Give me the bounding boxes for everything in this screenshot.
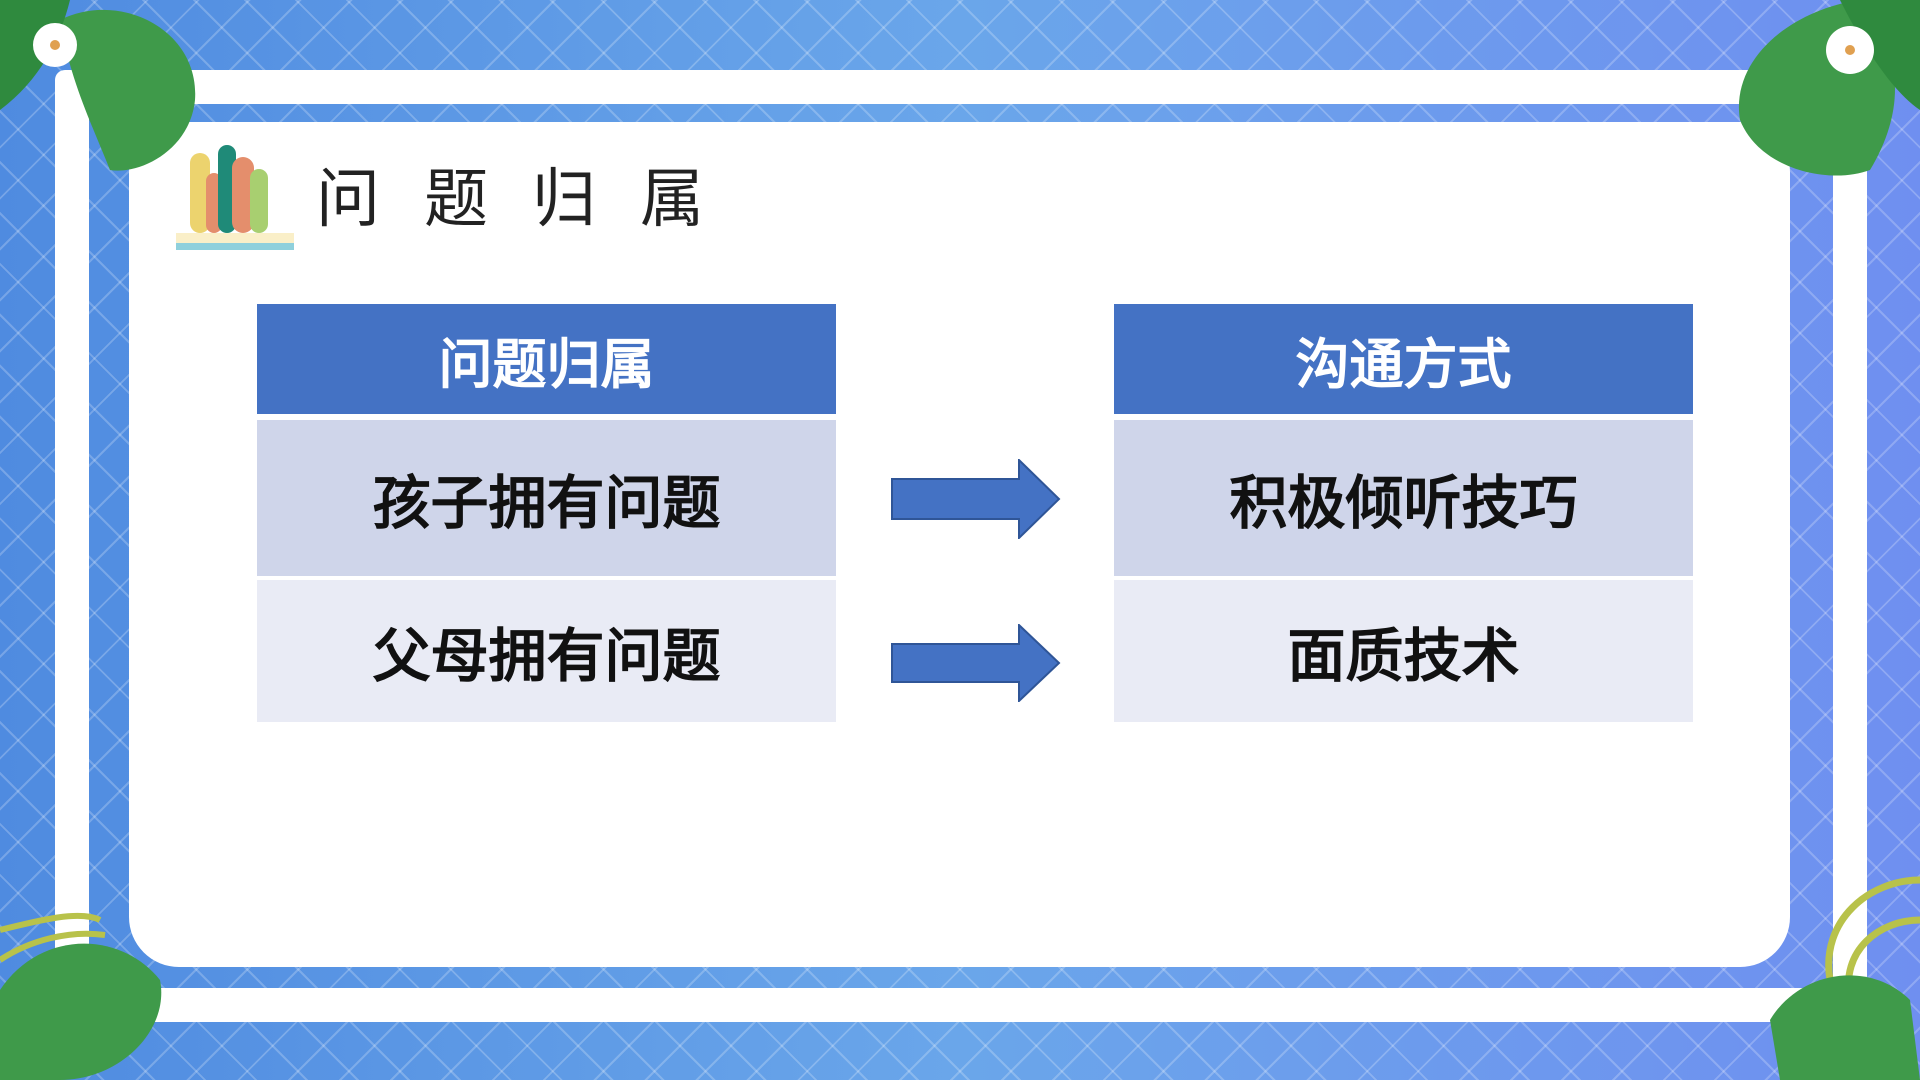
leaf-bottom-left-icon (0, 912, 162, 1080)
books-icon (176, 145, 294, 250)
slide-title: 问题归属 (316, 163, 748, 237)
problem-ownership-table: 问题归属 孩子拥有问题 父母拥有问题 (257, 304, 836, 722)
communication-method-table: 沟通方式 积极倾听技巧 面质技术 (1114, 304, 1693, 722)
table-row: 积极倾听技巧 (1114, 420, 1693, 576)
table-row: 面质技术 (1114, 580, 1693, 722)
leaf-bottom-right-icon (1770, 876, 1920, 1080)
leaf-top-left-icon (0, 0, 196, 171)
arrow-right-icon (891, 459, 1061, 539)
table-header: 问题归属 (257, 304, 836, 414)
arrow-right-icon (891, 624, 1061, 702)
table-header: 沟通方式 (1114, 304, 1693, 414)
table-row: 孩子拥有问题 (257, 420, 836, 576)
outer-frame (55, 70, 1867, 1022)
leaf-top-right-icon (1738, 0, 1920, 176)
table-row: 父母拥有问题 (257, 580, 836, 722)
